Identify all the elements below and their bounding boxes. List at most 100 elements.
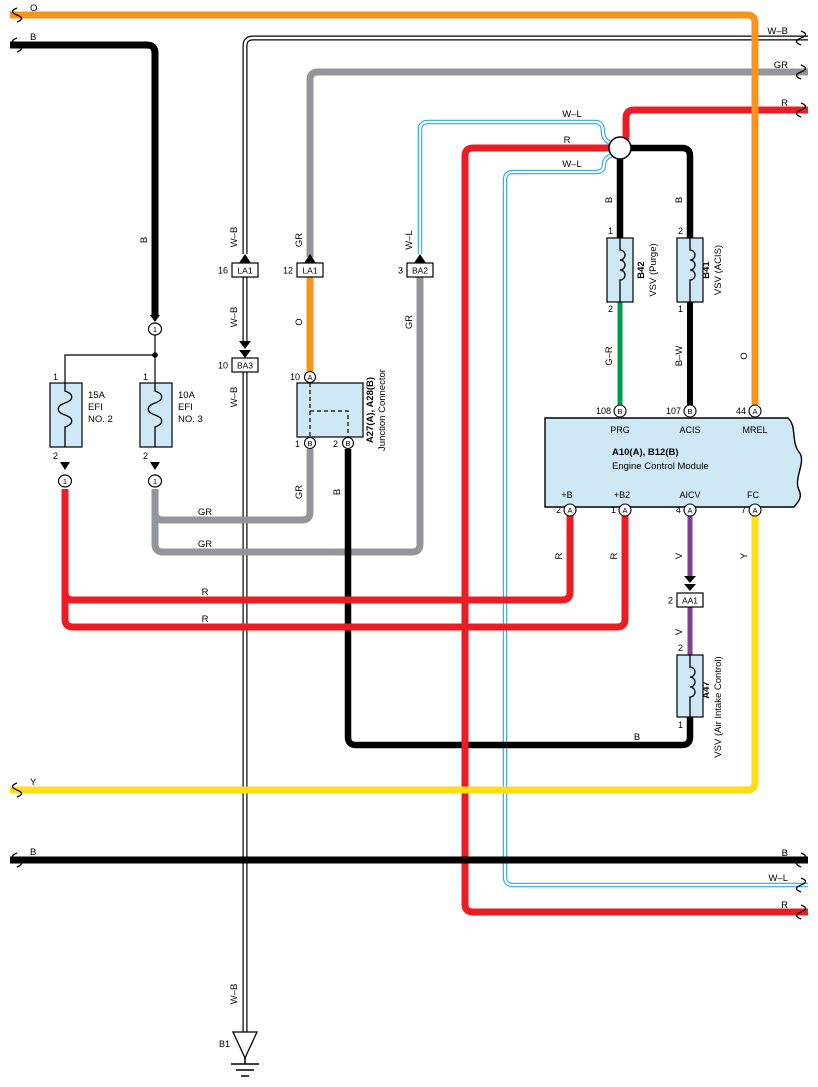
wire-wl-lower-core — [503, 152, 808, 887]
vsv-purge-b42: 1 2 B42 VSV (Purge) — [606, 226, 659, 314]
vsv-name: VSV (Air Intake Control) — [713, 656, 724, 757]
wire-label-wl: W–L — [562, 109, 582, 120]
junction-connector-body — [296, 382, 364, 438]
vsv-pin-bottom: 1 — [678, 720, 683, 730]
wire-label-b: B — [30, 32, 36, 43]
wire-label-r: R — [609, 552, 620, 559]
pin-letter: B — [687, 407, 692, 416]
engine-control-module: A10(A), B12(B) Engine Control Module B 1… — [544, 404, 803, 517]
pin-number: 2 — [556, 505, 561, 515]
fuse-system: EFI — [88, 402, 103, 413]
connector-box — [296, 262, 324, 278]
pin-letter: A — [567, 506, 572, 515]
coil-icon — [619, 238, 626, 302]
wire-fray-marks — [11, 7, 807, 920]
connector-box — [231, 262, 259, 278]
wire-o-main — [10, 11, 759, 405]
wire-fray — [11, 852, 23, 868]
connector-code: BA3 — [237, 361, 253, 371]
wire-fray — [11, 782, 23, 798]
wire-gr-junction-fuse — [151, 449, 314, 524]
page-connector-12-la1: 12 LA1 — [283, 254, 324, 278]
wire-wl-net — [417, 119, 808, 888]
coil-icon — [689, 655, 696, 717]
vsv-air-intake-a47: 2 1 A47 VSV (Air Intake Control) — [676, 643, 724, 758]
connector-box — [231, 357, 259, 373]
wire-label-r: R — [202, 614, 209, 625]
wire-wl-upper — [417, 119, 613, 254]
ecm-pin-name-plus-b: +B — [561, 490, 572, 500]
connector-arrow-icon — [239, 350, 251, 358]
pin-number: 107 — [666, 406, 681, 416]
wire-label-b: B — [30, 847, 36, 858]
wire-label-b-w: B–W — [674, 346, 685, 367]
pin-circle — [341, 436, 355, 450]
pin-number: 10 — [290, 372, 300, 382]
fusebox-internal-wiring — [64, 335, 156, 383]
fuse-amps: 15A — [88, 390, 106, 401]
wire-fray — [795, 102, 807, 118]
junction-connector-a27-a28: A 10 B 1 B 2 A27(A), A28(B) Junction Con… — [290, 369, 388, 451]
wire-r-plus-b — [61, 489, 574, 604]
fuse-element-icon — [147, 383, 163, 447]
connector-arrow-icon — [304, 254, 316, 263]
wire-label-r: R — [202, 587, 209, 598]
pin-number: 1 — [295, 439, 300, 449]
wire-fray — [795, 877, 807, 893]
wire-label-wb: W–B — [229, 984, 240, 1005]
ecm-pin-name-plus-b2: +B2 — [614, 490, 630, 500]
wire-fray — [795, 904, 807, 920]
pin-number: 1 — [611, 505, 616, 515]
connector-number: 10 — [218, 361, 228, 371]
ecm-pin-name-aicv: AICV — [679, 490, 700, 500]
ecm-name: Engine Control Module — [612, 461, 709, 472]
pin-circle — [618, 503, 632, 517]
wire-label-wl: W–L — [562, 159, 582, 170]
junction-dot — [152, 352, 158, 358]
pin-number: 108 — [596, 406, 611, 416]
vsv-code: A47 — [701, 681, 712, 698]
connector-arrow-icon — [150, 462, 160, 470]
connector-arrow-icon — [239, 341, 251, 349]
pin-letter: B — [345, 439, 350, 448]
wire-label-r: R — [781, 98, 788, 109]
connector-arrow-icon — [414, 254, 426, 263]
wire-gr-ba2-fuse — [151, 277, 424, 556]
pin-circle — [683, 404, 697, 418]
wire-b-node-b41 — [631, 144, 694, 238]
wire-label-v: V — [674, 552, 685, 559]
wire-label-gr: GR — [294, 233, 305, 247]
page-connector-2-aa1: 2 AA1 — [668, 576, 704, 608]
fuse-connector-pin-number: 1 — [153, 477, 157, 486]
wire-fray — [795, 30, 807, 46]
pin-letter: A — [687, 506, 692, 515]
vsv-acis-b41: 2 1 B41 VSV (ACIS) — [676, 226, 724, 314]
ecm-pin-name-mrel: MREL — [742, 425, 767, 435]
wire-label-r: R — [564, 135, 571, 146]
vsv-pin-top: 2 — [678, 226, 683, 236]
connector-arrow-icon — [239, 254, 251, 263]
wire-label-y: Y — [30, 777, 37, 788]
connector-code: AA1 — [682, 596, 698, 606]
wire-label-b: B — [604, 197, 615, 203]
junction-code: A27(A), A28(B) — [365, 377, 376, 443]
fuse-connector-pin — [57, 474, 73, 488]
wire-label-wb: W–B — [767, 26, 788, 37]
fuse-system: EFI — [178, 402, 193, 413]
pin-circle — [748, 503, 762, 517]
wire-fray — [11, 37, 23, 53]
wire-label-b: B — [332, 489, 343, 495]
ground-code: B1 — [219, 1039, 230, 1049]
fuse-pin-bottom: 2 — [143, 451, 148, 461]
vsv-name: VSV (Purge) — [648, 243, 659, 296]
fuse-element-icon — [57, 383, 73, 447]
wire-label-r: R — [554, 552, 565, 559]
pin-letter: B — [617, 407, 622, 416]
pin-number: 4 — [676, 505, 681, 515]
pin-circle — [613, 404, 627, 418]
wire-label-wl: W–L — [404, 230, 415, 250]
wire-label-b: B — [634, 732, 640, 743]
wire-label-o: O — [294, 318, 305, 325]
ground-b1: B1 — [219, 1031, 259, 1077]
